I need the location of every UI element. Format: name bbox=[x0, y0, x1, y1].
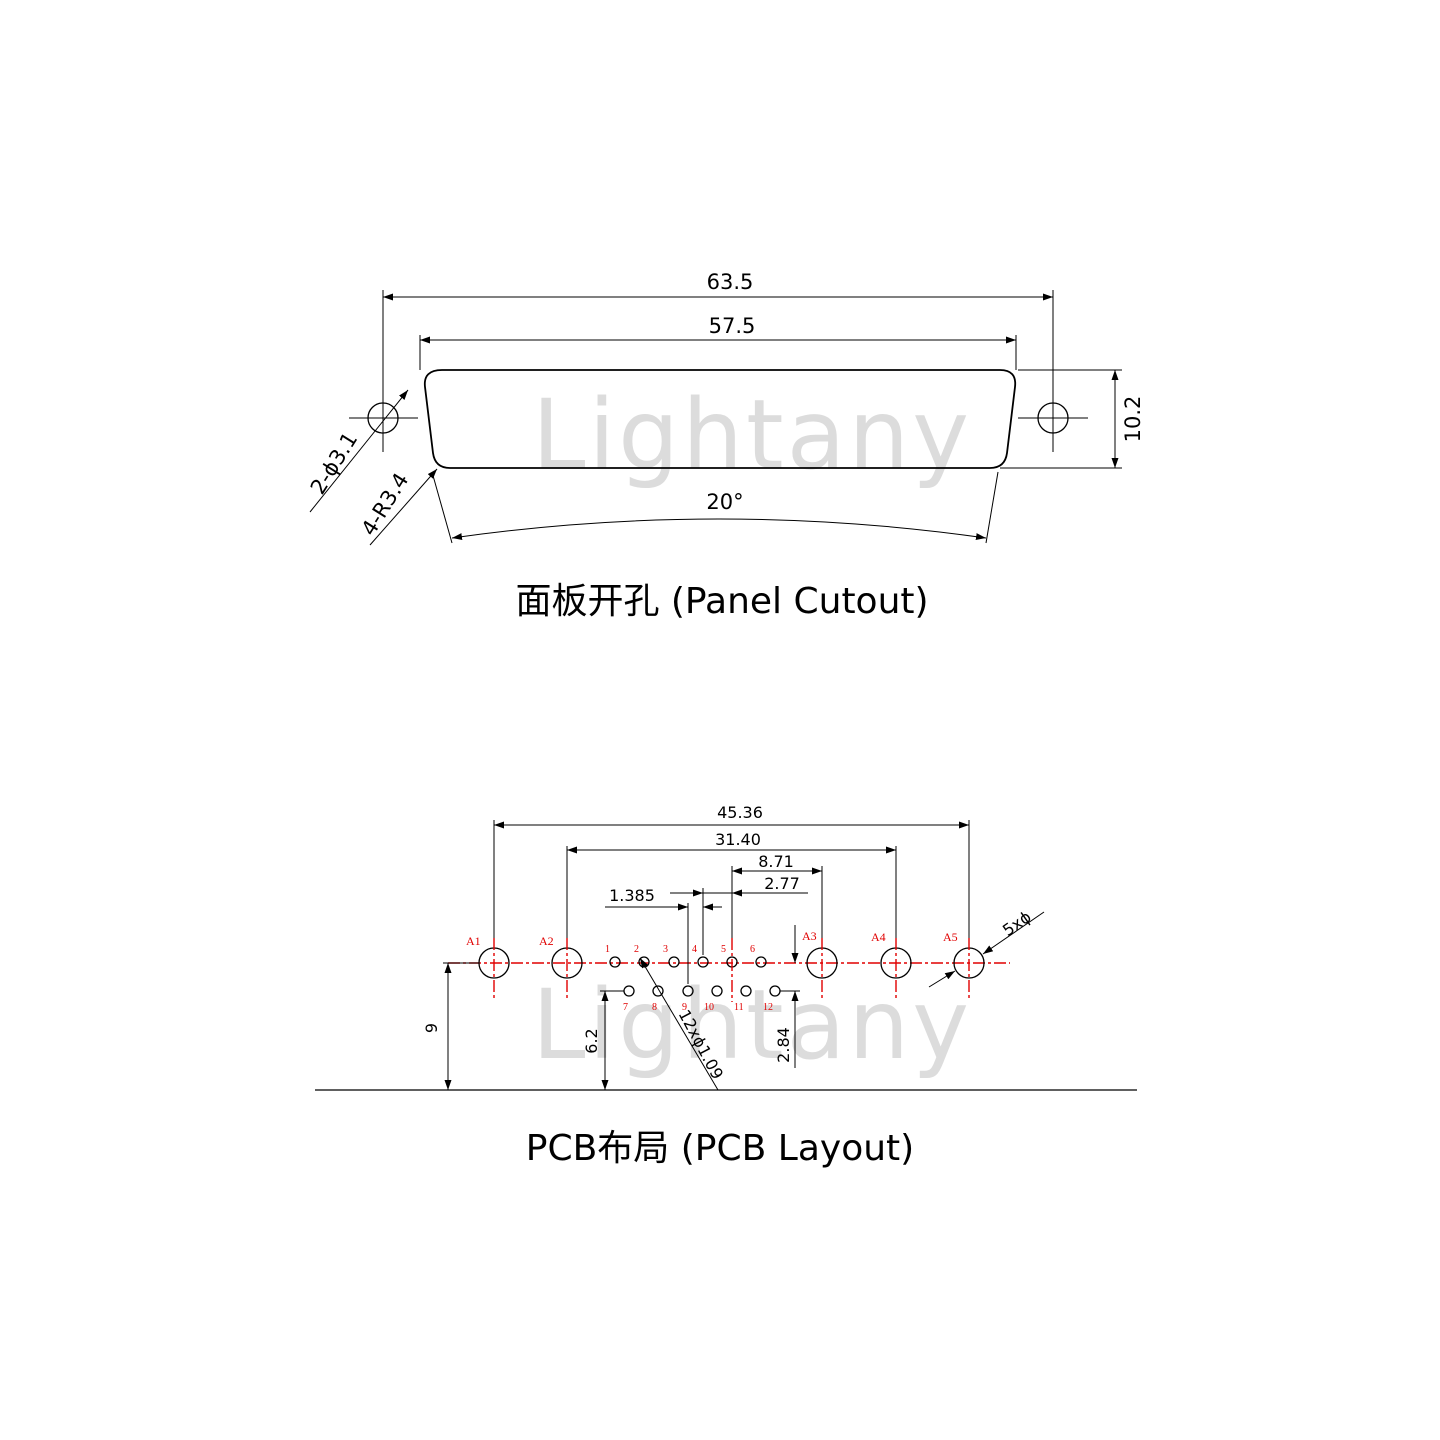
cavity-hole-a5 bbox=[953, 938, 985, 1000]
dim-shell-width: 57.5 bbox=[709, 314, 756, 338]
dim-cavity-holes: 5xϕ bbox=[999, 907, 1035, 940]
dim-row-offset: 2.84 bbox=[774, 1027, 793, 1063]
pin-label-2: 2 bbox=[634, 944, 639, 955]
leader-cavity-holes bbox=[928, 970, 956, 988]
pin-hole-10 bbox=[711, 985, 723, 997]
cavity-hole-a1 bbox=[478, 938, 510, 1000]
dim-upper-row-height: 9 bbox=[422, 1023, 441, 1033]
cavity-label-a2: A2 bbox=[539, 934, 554, 948]
watermark-bottom: Lightany bbox=[532, 969, 972, 1081]
leader-corner-radius bbox=[369, 468, 438, 546]
pin-hole-8 bbox=[652, 985, 664, 997]
dim-cavity-span-outer: 45.36 bbox=[717, 803, 763, 822]
pin-hole-11 bbox=[740, 985, 752, 997]
angle-arc-20 bbox=[451, 518, 987, 541]
dim-height: 10.2 bbox=[1121, 396, 1145, 443]
leader-mount-holes bbox=[309, 389, 409, 513]
dim-overall-width: 63.5 bbox=[707, 270, 754, 294]
panel-cutout-view: 63.5 57.5 10.2 2-ϕ3.1 4-R3.4 20° 面板开孔 (P… bbox=[306, 270, 1145, 622]
pin-hole-1 bbox=[609, 956, 621, 968]
mount-hole-left bbox=[349, 384, 418, 452]
dim-corner-radius: 4-R3.4 bbox=[357, 469, 414, 540]
leader-signal-holes bbox=[639, 957, 719, 1091]
pin-hole-3 bbox=[668, 956, 680, 968]
cavity-hole-a4 bbox=[880, 938, 912, 1000]
dim-pin-pitch: 2.77 bbox=[764, 874, 800, 893]
cavity-label-a3: A3 bbox=[802, 929, 817, 943]
pin-label-8: 8 bbox=[652, 1002, 657, 1013]
dim-pin-to-cavity: 8.71 bbox=[758, 852, 794, 871]
pin-label-6: 6 bbox=[750, 944, 755, 955]
dim-mount-holes: 2-ϕ3.1 bbox=[306, 428, 362, 499]
panel-cutout-caption: 面板开孔 (Panel Cutout) bbox=[515, 581, 928, 622]
dim-angle: 20° bbox=[706, 490, 743, 514]
pin-label-1: 1 bbox=[605, 944, 610, 955]
pin-label-4: 4 bbox=[692, 944, 697, 955]
pin-hole-6 bbox=[755, 956, 767, 968]
mount-hole-right bbox=[1018, 384, 1088, 452]
pin-label-9: 9 bbox=[682, 1002, 687, 1013]
pin-label-10: 10 bbox=[704, 1002, 714, 1013]
pin-hole-9 bbox=[682, 985, 694, 997]
dshell-cutout-outline bbox=[423, 369, 1017, 469]
cavity-label-a4: A4 bbox=[871, 930, 886, 944]
cavity-hole-a3 bbox=[806, 938, 838, 1000]
pin-label-11: 11 bbox=[734, 1002, 744, 1013]
watermark-top: Lightany bbox=[532, 379, 972, 491]
cavity-hole-a2 bbox=[551, 938, 583, 1000]
pin-label-5: 5 bbox=[721, 944, 726, 955]
cavity-label-a5: A5 bbox=[943, 930, 958, 944]
pin-label-12: 12 bbox=[763, 1002, 773, 1013]
dim-cavity-span-inner: 31.40 bbox=[715, 830, 761, 849]
pin-label-7: 7 bbox=[623, 1002, 628, 1013]
dim-lower-row-height: 6.2 bbox=[582, 1028, 601, 1053]
pcb-layout-caption: PCB布局 (PCB Layout) bbox=[526, 1128, 914, 1169]
dim-half-pitch: 1.385 bbox=[609, 886, 655, 905]
cavity-label-a1: A1 bbox=[466, 934, 481, 948]
pin-label-3: 3 bbox=[663, 944, 668, 955]
pin-hole-4 bbox=[697, 956, 709, 968]
